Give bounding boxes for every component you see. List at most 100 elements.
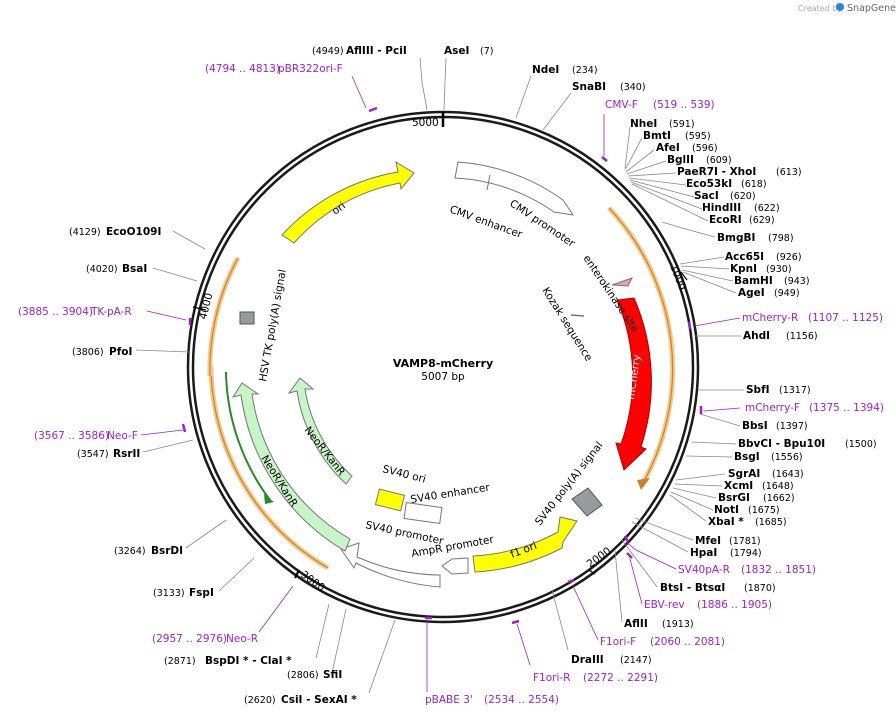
leader-nhei <box>624 126 631 169</box>
site-xcmi: XcmI <box>724 480 753 492</box>
site-kpni: KpnI <box>730 263 757 275</box>
pleader-f1ori-r <box>516 623 531 666</box>
snapgene-logo-icon <box>836 3 844 11</box>
primer-pos-tk-pa-r: (3885 .. 3904) <box>18 306 93 318</box>
primer-tk-pa-r: TK-pA-R <box>90 306 132 318</box>
tick-label-3000: 3000 <box>298 569 327 594</box>
site-pos-bglii: (609) <box>706 155 732 166</box>
kozak-sequence-label: Kozak sequence <box>539 285 594 363</box>
leader-ecori <box>631 183 709 222</box>
leader-bbsi <box>699 413 741 427</box>
site-afliii: AflIII - PciI <box>346 45 407 57</box>
cmv-enhancer-divider <box>486 174 491 191</box>
neor-kanr-orf-line <box>225 371 271 501</box>
site-bsrdi: BsrDI <box>151 545 183 557</box>
hsv-tk-polya-label: HSV TK poly(A) signal <box>257 268 289 382</box>
sv40-promoter-arrow <box>340 542 441 588</box>
leader-noti <box>670 491 714 511</box>
leader-btsi <box>621 539 658 588</box>
site-pos-bbsi: (1397) <box>776 421 808 432</box>
site-afei: AfeI <box>656 142 680 154</box>
primer-sv40pa-r: SV40pA-R <box>678 564 730 576</box>
site-pos-acc65i: (926) <box>776 252 802 263</box>
primers: (4794 .. 4813) pBR322ori-F CMV-F (519 ..… <box>18 63 884 706</box>
tick-3000 <box>294 569 300 579</box>
site-pos-xcmi: (1648) <box>762 481 794 492</box>
primer-mark-ebv-rev <box>626 552 633 559</box>
site-pos-snabi: (340) <box>620 82 646 93</box>
site-pos-ahdi: (1156) <box>786 331 818 342</box>
leader-bsgi <box>685 455 733 458</box>
neor-kanr-arrow-inner <box>287 377 353 485</box>
brand-name: SnapGene <box>847 3 896 14</box>
leader-draiii <box>551 589 569 651</box>
site-bbsi: BbsI <box>742 420 768 432</box>
site-pos-bbvci: (1500) <box>845 439 877 450</box>
primer-mcherry-r: mCherry-R <box>742 312 798 324</box>
site-fspi: FspI <box>189 587 214 599</box>
leader-sfii <box>331 608 347 674</box>
leader-csii <box>368 619 396 694</box>
site-bsai: BsaI <box>122 263 147 275</box>
leader-rsrii <box>142 439 194 453</box>
leader-kpni <box>680 265 730 270</box>
site-ahdi: AhdI <box>743 330 770 342</box>
leader-bspdi <box>315 603 330 659</box>
pleader-mcherry-r <box>693 317 741 327</box>
tick-label-4000: 4000 <box>197 292 215 321</box>
pleader-neo-r <box>258 585 294 633</box>
site-pos-bsgi: (1556) <box>771 452 803 463</box>
primer-mark-pbr322ori-f <box>368 106 378 113</box>
primer-mark-mcherry-r <box>687 321 692 330</box>
primer-mcherry-f: mCherry-F <box>745 402 800 414</box>
site-noti: NotI <box>714 504 739 516</box>
site-pos-kpni: (930) <box>766 264 792 275</box>
primer-ebv-rev: EBV-rev <box>644 599 685 611</box>
leader-xcmi <box>674 483 723 487</box>
ampr-promoter-arrow <box>441 557 469 575</box>
site-pos-hpai: (1794) <box>730 548 762 559</box>
leader-mfei <box>634 517 694 541</box>
leader-bamhi <box>681 269 734 282</box>
sv40-promoter-label: SV40 promoter <box>364 519 445 547</box>
leader-pfoi <box>135 349 191 353</box>
enterokinase-site-feature <box>611 277 633 287</box>
sv40-enhancer-label: SV40 enhancer <box>410 481 492 505</box>
leader-xhoi <box>627 172 677 177</box>
sv40-ori-feature <box>374 488 406 512</box>
leader-aflii <box>614 550 623 623</box>
site-bmgbi: BmgBI <box>717 232 755 244</box>
pleader-mcherry-f <box>703 407 741 412</box>
leader-sgrai <box>675 473 726 481</box>
ori-arrow <box>281 160 415 244</box>
primer-pos-mcherry-f: (1375 .. 1394) <box>809 402 884 414</box>
primer-pos-sv40pa-r: (1832 .. 1851) <box>741 564 816 576</box>
site-pos-rsrii: (3547) <box>77 449 109 460</box>
primer-neo-f: Neo-F <box>107 430 138 442</box>
cmv-promoter-arrow <box>454 161 575 216</box>
site-sfii: SfiI <box>323 669 342 681</box>
site-pfoi: PfoI <box>109 346 132 358</box>
site-pos-bamhi: (943) <box>784 276 810 287</box>
leader-afliii <box>419 57 428 111</box>
tk-orf-line <box>209 257 239 377</box>
neor-orf-arrow-icon <box>264 494 274 504</box>
tick-1000 <box>680 271 688 281</box>
enterokinase-site-label: enterokinase site <box>581 253 642 335</box>
primer-pos-pbabe-3: (2534 .. 2554) <box>484 694 559 706</box>
primer-pos-pbr322ori-f: (4794 .. 4813) <box>205 63 280 75</box>
site-pos-hindiii: (622) <box>754 203 780 214</box>
f1-ori-arrow <box>472 516 578 573</box>
site-draiii: DraIII <box>571 654 604 666</box>
site-bsgi: BsgI <box>734 451 760 463</box>
leader-xbai <box>669 494 707 522</box>
leader-snabi <box>542 92 572 131</box>
site-pos-nhei: (591) <box>669 119 695 130</box>
site-ndei: NdeI <box>532 64 559 76</box>
site-bmti: BmtI <box>643 130 671 142</box>
site-xhoi: PaeR7I - XhoI <box>677 166 756 178</box>
site-aflii: AflII <box>624 618 648 630</box>
site-pos-afliii: (4949) <box>312 46 344 57</box>
site-pos-bsai: (4020) <box>86 264 118 275</box>
site-btsi: BtsI - BtsαI <box>660 582 725 594</box>
